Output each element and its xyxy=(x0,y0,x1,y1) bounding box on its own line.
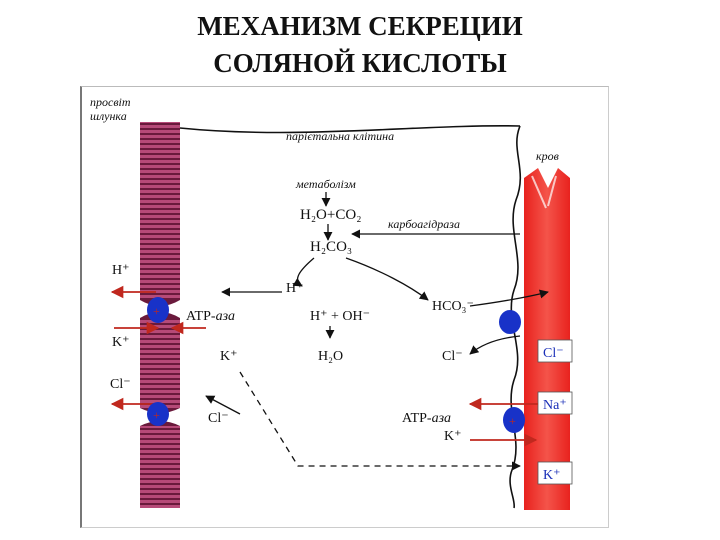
k-plus-cell-label: K⁺ xyxy=(220,349,238,364)
arrow-cl-into-cell xyxy=(469,335,521,355)
cl-minus-cell-right-label: Cl⁻ xyxy=(442,349,463,364)
k-plus-cell-right-label: K⁺ xyxy=(444,429,462,444)
transport-arrows xyxy=(110,285,538,447)
arrow-k-pump xyxy=(205,395,241,415)
cl-minus-cell-left-label: Cl⁻ xyxy=(208,411,229,426)
lumen-label-2: шлунка xyxy=(90,109,127,123)
title-line-1: МЕХАНИЗМ СЕКРЕЦИИ xyxy=(197,11,523,41)
arrow-hco3-to-blood xyxy=(469,289,549,307)
k-plus-lumen-label: K⁺ xyxy=(112,335,130,350)
h2o-label: H₂O xyxy=(318,349,343,364)
atpase-right-label: ATP-аза xyxy=(402,411,451,426)
h2co3-label: H₂CO₃ xyxy=(310,239,352,255)
h-plus-lumen-label: H⁺ xyxy=(112,263,130,278)
h2o-co2-label: H₂O+CO₂ xyxy=(300,207,361,223)
title-line-2: СОЛЯНОЙ КИСЛОТЫ xyxy=(213,48,507,78)
na-blood-box xyxy=(537,391,573,415)
hk-atpase-pump xyxy=(147,297,169,323)
k-recycling-dashed-path xyxy=(239,371,521,471)
hco3-label: HCO₃⁻ xyxy=(432,299,474,314)
cl-minus-lumen-label: Cl⁻ xyxy=(110,377,131,392)
cl-minus-blood-label: Cl⁻ xyxy=(543,346,564,361)
arrow-h2co3-to-hco3 xyxy=(345,257,429,301)
pump-plus-cl: + xyxy=(153,408,160,422)
arrow-h2co3-to-h xyxy=(292,257,315,287)
cl-blood-box xyxy=(537,339,573,363)
reaction-arrows xyxy=(205,192,549,415)
lumen-label-1: просвіт xyxy=(90,95,131,109)
cl-hco3-exchanger xyxy=(499,310,521,334)
k-blood-box xyxy=(537,461,573,485)
metabolism-label: метаболізм xyxy=(295,177,356,191)
cl-channel xyxy=(147,402,169,426)
na-k-atpase-pump xyxy=(503,407,525,433)
blood-label: кров xyxy=(536,149,559,163)
page-title: МЕХАНИЗМ СЕКРЕЦИИ СОЛЯНОЙ КИСЛОТЫ xyxy=(0,8,720,82)
carbonic-anhydrase-label: карбоагідраза xyxy=(388,217,460,231)
pumps: + + + xyxy=(147,297,525,433)
atpase-left-label: ATP-аза xyxy=(186,309,235,324)
blood-vessel xyxy=(524,168,570,510)
k-plus-blood-label: K⁺ xyxy=(543,468,561,483)
h-plus-cell-label: H⁺ xyxy=(286,281,304,296)
parietal-cell-label: парієтальна клітина xyxy=(286,129,394,143)
cell-membrane-outline xyxy=(179,125,521,134)
h-oh-label: H⁺ + OH⁻ xyxy=(310,309,370,324)
na-plus-blood-label: Na⁺ xyxy=(543,398,567,413)
pump-plus-left: + xyxy=(153,304,160,318)
pump-plus-right: + xyxy=(509,414,516,428)
